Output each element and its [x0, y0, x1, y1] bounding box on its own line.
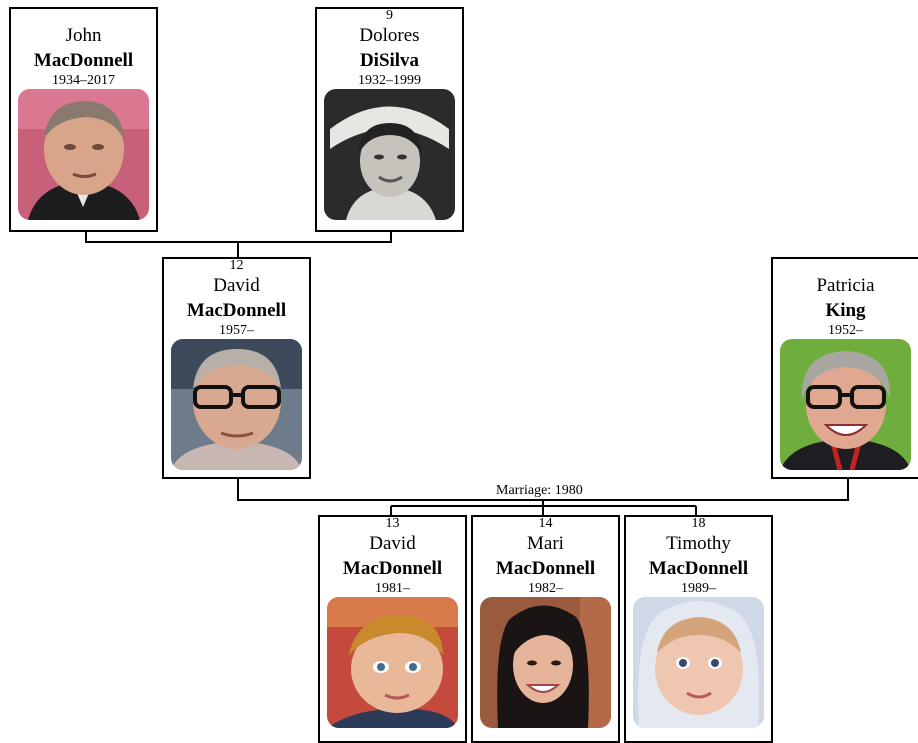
last-name: MacDonnell — [186, 300, 287, 321]
person-number: 12 — [229, 258, 244, 273]
portrait-photo — [171, 339, 302, 470]
person-number: 18 — [691, 516, 706, 531]
life-years: 1934–2017 — [52, 73, 115, 88]
person-card-timothy[interactable]: 18 Timothy MacDonnell 1989– — [624, 515, 773, 743]
first-name: David — [369, 533, 416, 554]
person-number: 14 — [538, 516, 553, 531]
person-card-mari[interactable]: 14 Mari MacDonnell 1982– — [471, 515, 620, 743]
first-name: John — [65, 25, 102, 46]
last-name: DiSilva — [359, 50, 420, 71]
life-years: 1932–1999 — [358, 73, 421, 88]
last-name: King — [825, 300, 866, 321]
person-number: 13 — [385, 516, 400, 531]
first-name: Dolores — [359, 25, 420, 46]
person-card-john[interactable]: John MacDonnell 1934–2017 — [9, 7, 158, 232]
life-years: 1982– — [528, 581, 563, 596]
life-years: 1952– — [828, 323, 863, 338]
first-name: Timothy — [666, 533, 731, 554]
first-name: David — [213, 275, 260, 296]
person-number — [773, 259, 918, 273]
portrait-photo — [780, 339, 911, 470]
last-name: MacDonnell — [33, 50, 134, 71]
portrait-photo — [633, 597, 764, 728]
portrait-photo — [480, 597, 611, 728]
person-card-patricia[interactable]: Patricia King 1952– — [771, 257, 918, 479]
life-years: 1981– — [375, 581, 410, 596]
person-card-david-jr[interactable]: 13 David MacDonnell 1981– — [318, 515, 467, 743]
portrait-photo — [324, 89, 455, 220]
last-name: MacDonnell — [648, 558, 749, 579]
life-years: 1989– — [681, 581, 716, 596]
person-card-david-sr[interactable]: 12 David MacDonnell 1957– — [162, 257, 311, 479]
portrait-photo — [327, 597, 458, 728]
marriage-label: Marriage: 1980 — [494, 483, 585, 499]
first-name: Mari — [527, 533, 564, 554]
person-number — [11, 9, 156, 23]
last-name: MacDonnell — [495, 558, 596, 579]
person-number: 9 — [386, 8, 393, 23]
first-name: Patricia — [816, 275, 875, 296]
life-years: 1957– — [219, 323, 254, 338]
person-card-dolores[interactable]: 9 Dolores DiSilva 1932–1999 — [315, 7, 464, 232]
last-name: MacDonnell — [342, 558, 443, 579]
children-connector — [390, 505, 697, 516]
portrait-photo — [18, 89, 149, 220]
